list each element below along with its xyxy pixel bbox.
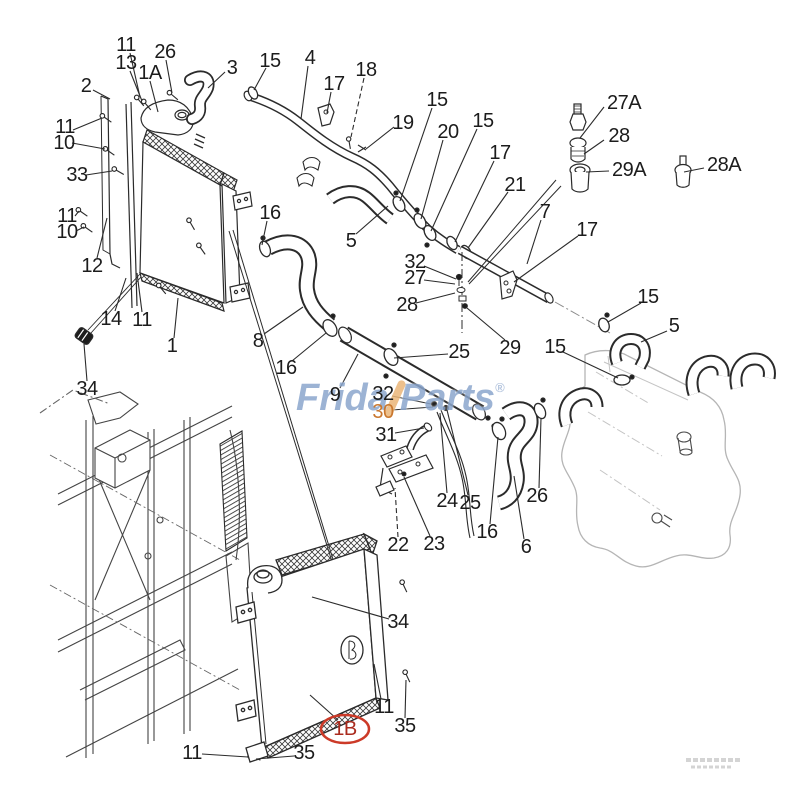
hose-8-pipe-9 [258,234,497,429]
watermark-suffix: Parts [399,377,495,419]
leader-lines [71,52,705,760]
chassis-frame [39,389,253,758]
engine-block [554,301,776,568]
reference-line [228,229,336,569]
hose-6 [491,397,547,511]
bypass-bracket-assembly [375,400,475,539]
watermark-registered-mark: ® [494,380,505,395]
fitting-cluster-27-28-29 [455,252,468,333]
fastener-screws [75,89,411,761]
watermark-prefix: Frida [296,377,389,419]
lower-radiator [235,532,389,763]
upper-pipe-assembly [243,86,562,304]
highlight-circle-1B [319,713,371,745]
fittings-27A-28-29A-28A [569,103,692,193]
faint-footer-marks [686,758,742,769]
upper-radiator [74,95,253,345]
hose-3 [184,70,215,125]
